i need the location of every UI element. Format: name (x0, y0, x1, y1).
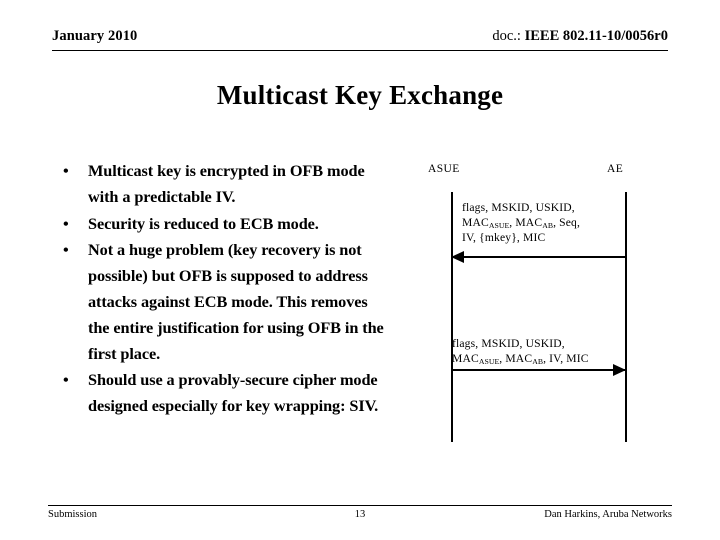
message-2-arrow-head-icon (613, 364, 626, 376)
lifeline-ae (625, 192, 627, 442)
message-1-line-1: flags, MSKID, USKID, (462, 201, 575, 214)
header-date: January 2010 (52, 28, 138, 44)
actor-label-asue: ASUE (428, 163, 460, 175)
message-1-arrow-head-icon (451, 251, 464, 263)
message-2-line-2: MACASUE, MACAB, IV, MIC (452, 351, 589, 366)
bullet-item-3: • Not a huge problem (key recovery is no… (56, 237, 386, 366)
message-2-label: flags, MSKID, USKID, MACASUE, MACAB, IV,… (452, 337, 589, 367)
slide-header: January 2010 doc.: IEEE 802.11-10/0056r0 (52, 28, 668, 51)
message-1-label: flags, MSKID, USKID, MACASUE, MACAB, Seq… (462, 201, 580, 246)
bullet-item-1: • Multicast key is encrypted in OFB mode… (56, 158, 386, 210)
footer-submission-label: Submission (48, 509, 98, 520)
actor-label-ae: AE (607, 163, 624, 175)
slide-footer: Submission 13 Dan Harkins, Aruba Network… (48, 505, 672, 526)
page-title: Multicast Key Exchange (216, 80, 504, 110)
bullet-marker-icon: • (63, 213, 69, 233)
bullet-text-3: Not a huge problem (key recovery is not … (88, 240, 384, 363)
bullet-text-4: Should use a provably-secure cipher mode… (88, 370, 379, 416)
lifeline-asue (451, 192, 453, 442)
bullet-text-2: Security is reduced to ECB mode. (88, 213, 319, 233)
sequence-diagram: ASUE AE flags, MSKID, USKID, MACASUE, MA… (415, 155, 665, 455)
message-2-line-1: flags, MSKID, USKID, (452, 337, 565, 350)
bullet-item-2: • Security is reduced to ECB mode. (56, 211, 386, 237)
footer-page-number: 13 (354, 509, 366, 520)
message-1-line-2: MACASUE, MACAB, Seq, (462, 215, 581, 230)
bullet-marker-icon: • (63, 161, 69, 180)
header-doc-number: IEEE 802.11-10/0056r0 (524, 28, 668, 44)
header-doc-label: doc.: (492, 28, 525, 44)
bullet-item-4: • Should use a provably-secure cipher mo… (56, 367, 386, 419)
footer-author: Dan Harkins, Aruba Networks (544, 509, 672, 520)
bullet-list: • Multicast key is encrypted in OFB mode… (56, 158, 386, 420)
bullet-text-1: Multicast key is encrypted in OFB mode w… (88, 161, 365, 206)
bullet-marker-icon: • (63, 370, 69, 390)
bullet-marker-icon: • (63, 240, 69, 260)
message-1-line-3: IV, {mkey}, MIC (462, 231, 546, 245)
message-2-arrow-line (452, 369, 626, 371)
header-doc-reference: doc.: IEEE 802.11-10/0056r0 (492, 28, 668, 45)
message-1-arrow-line (452, 256, 626, 258)
